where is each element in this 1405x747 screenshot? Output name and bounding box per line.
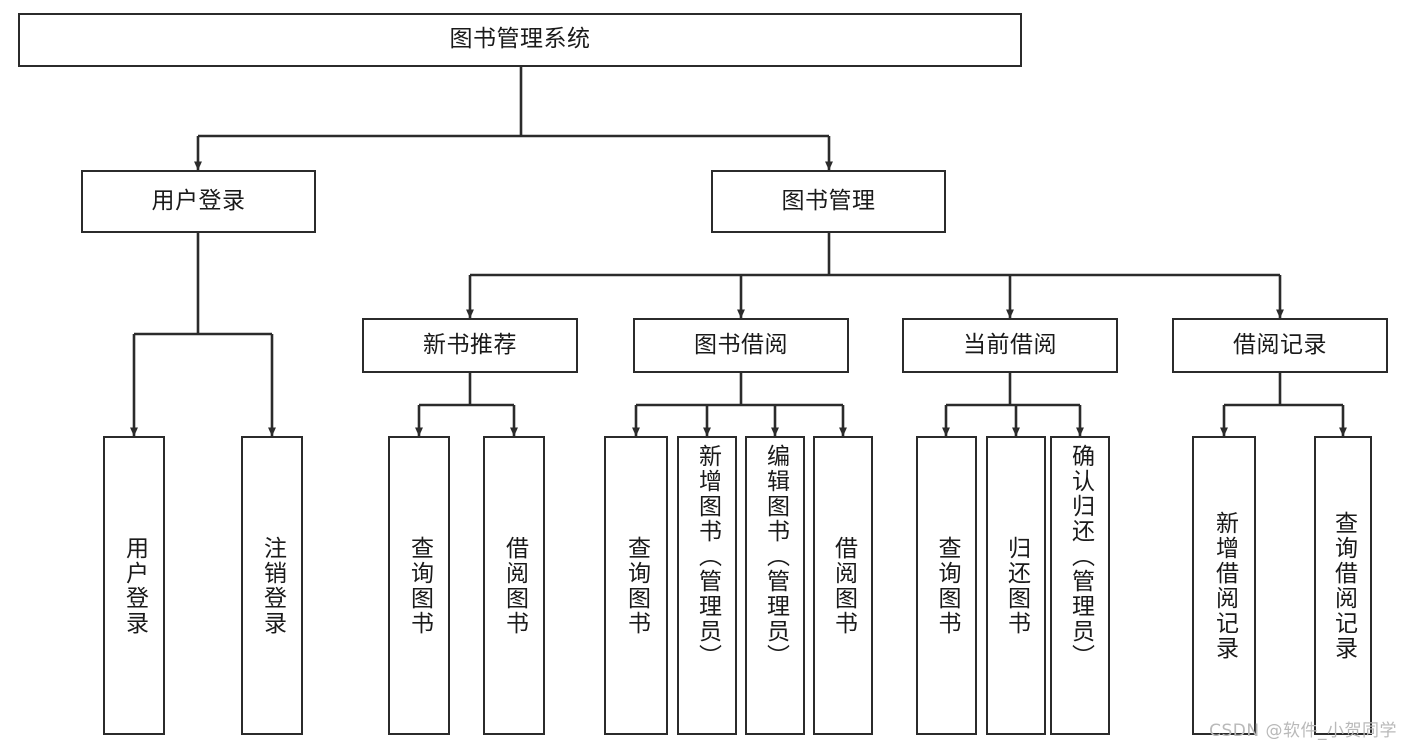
leaf-borrow-book-2[interactable]: 借阅图书 xyxy=(813,436,873,735)
leaf-return-book[interactable]: 归还图书 xyxy=(986,436,1046,735)
leaf-borrow-book-1[interactable]: 借阅图书 xyxy=(483,436,545,735)
leaf-confirm-return-admin[interactable]: 确认归还（管理员） xyxy=(1050,436,1110,735)
node-label: 新书推荐 xyxy=(423,331,517,358)
node-user-login[interactable]: 用户登录 xyxy=(81,170,316,233)
node-label: 新增借阅记录 xyxy=(1211,510,1238,661)
node-label: 图书借阅 xyxy=(694,331,788,358)
node-new-book-recommendation[interactable]: 新书推荐 xyxy=(362,318,578,373)
node-root-system[interactable]: 图书管理系统 xyxy=(18,13,1022,67)
node-book-management[interactable]: 图书管理 xyxy=(711,170,946,233)
leaf-query-book-1[interactable]: 查询图书 xyxy=(388,436,450,735)
node-label: 归还图书 xyxy=(1003,535,1030,636)
node-label: 查询图书 xyxy=(623,535,650,636)
leaf-query-book-2[interactable]: 查询图书 xyxy=(604,436,668,735)
leaf-query-book-3[interactable]: 查询图书 xyxy=(916,436,977,735)
node-current-borrowing[interactable]: 当前借阅 xyxy=(902,318,1118,373)
node-label: 注销登录 xyxy=(259,535,286,636)
leaf-query-borrow-record[interactable]: 查询借阅记录 xyxy=(1314,436,1372,735)
connector-lines xyxy=(130,67,1347,437)
node-label: 确认归还（管理员） xyxy=(1067,444,1094,669)
node-label: 用户登录 xyxy=(151,187,246,214)
node-label: 新增图书（管理员） xyxy=(694,444,721,669)
node-label: 用户登录 xyxy=(121,535,148,636)
node-label: 图书管理系统 xyxy=(449,26,591,53)
node-label: 借阅记录 xyxy=(1233,331,1327,358)
node-label: 查询图书 xyxy=(934,535,960,636)
node-label: 查询借阅记录 xyxy=(1330,510,1357,661)
node-borrowing-record[interactable]: 借阅记录 xyxy=(1172,318,1388,373)
leaf-add-book-admin[interactable]: 新增图书（管理员） xyxy=(677,436,737,735)
node-label: 借阅图书 xyxy=(830,535,857,636)
leaf-user-login[interactable]: 用户登录 xyxy=(103,436,165,735)
node-label: 借阅图书 xyxy=(501,535,528,636)
leaf-edit-book-admin[interactable]: 编辑图书（管理员） xyxy=(745,436,805,735)
leaf-add-borrow-record[interactable]: 新增借阅记录 xyxy=(1192,436,1256,735)
node-label: 编辑图书（管理员） xyxy=(762,444,789,669)
node-book-borrowing[interactable]: 图书借阅 xyxy=(633,318,849,373)
node-label: 图书管理 xyxy=(781,187,876,214)
leaf-logout[interactable]: 注销登录 xyxy=(241,436,303,735)
node-label: 查询图书 xyxy=(406,535,433,636)
node-label: 当前借阅 xyxy=(963,331,1057,358)
